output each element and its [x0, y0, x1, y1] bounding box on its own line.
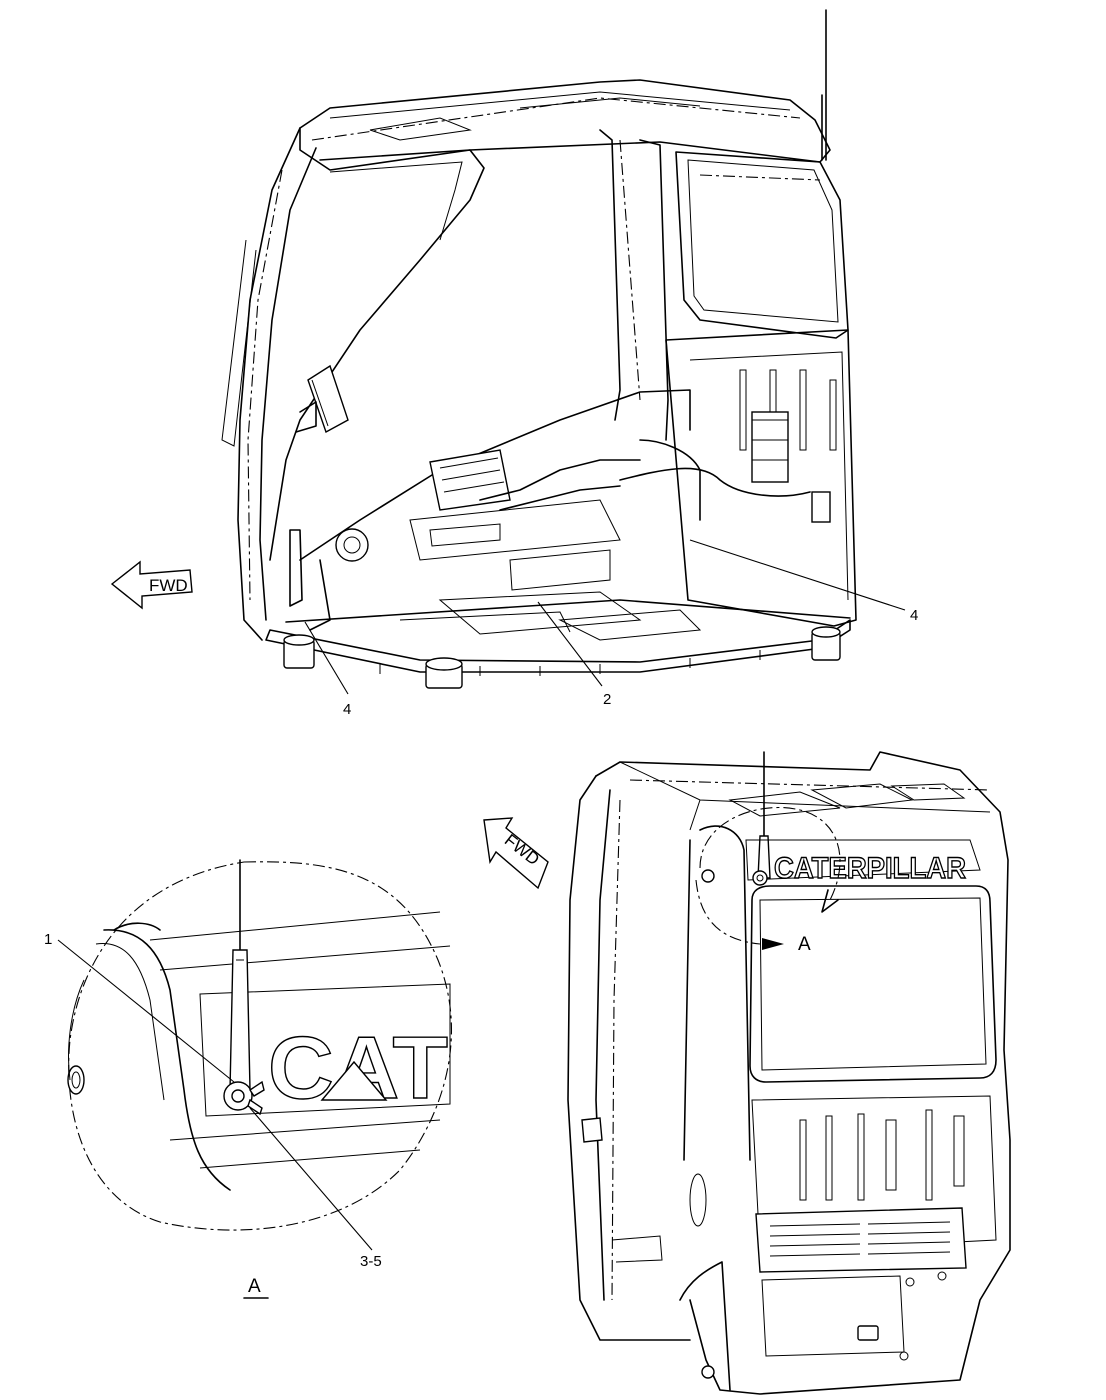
callout-4-right: 4: [910, 607, 918, 624]
cab-rear-view: CATERPILLAR A: [483, 751, 1011, 1395]
cab-interior-view: 4 2 4 FWD: [110, 9, 918, 718]
rear-fwd-arrow-icon: FWD: [483, 817, 549, 890]
rear-section-marker: A: [798, 934, 811, 955]
callout-2: 2: [603, 691, 611, 708]
fwd-label: FWD: [149, 576, 188, 595]
callout-1: 1: [44, 931, 52, 948]
callout-4-left: 4: [343, 701, 351, 718]
detail-view-label: A: [248, 1276, 261, 1297]
callout-3-5: 3-5: [360, 1253, 382, 1270]
rear-brand-text: CATERPILLAR: [774, 852, 966, 885]
fwd-arrow-icon: FWD: [110, 560, 193, 610]
detail-view-a: CAT 1 3-5 A: [44, 859, 452, 1299]
